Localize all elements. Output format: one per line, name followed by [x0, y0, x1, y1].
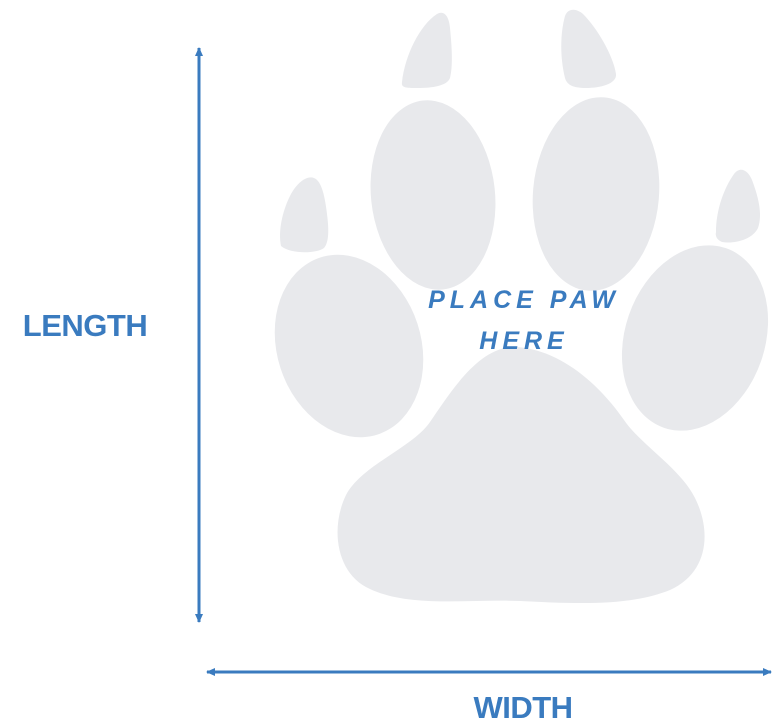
- paw-print-icon: [274, 9, 769, 604]
- claw-right-top: [561, 9, 617, 89]
- instruction-text-line1: PLACE PAW: [428, 286, 620, 314]
- toe-pad-top-right: [532, 97, 660, 291]
- length-label: LENGTH: [23, 308, 147, 343]
- instruction-text-line2: HERE: [479, 327, 568, 355]
- main-pad: [337, 346, 705, 604]
- claw-left-top: [401, 12, 452, 89]
- toe-pad-right: [621, 245, 769, 431]
- toe-pad-top-left: [370, 100, 496, 290]
- claw-right: [715, 169, 761, 243]
- toe-pad-left: [274, 254, 424, 438]
- claw-left: [280, 177, 329, 253]
- width-label: WIDTH: [473, 690, 572, 725]
